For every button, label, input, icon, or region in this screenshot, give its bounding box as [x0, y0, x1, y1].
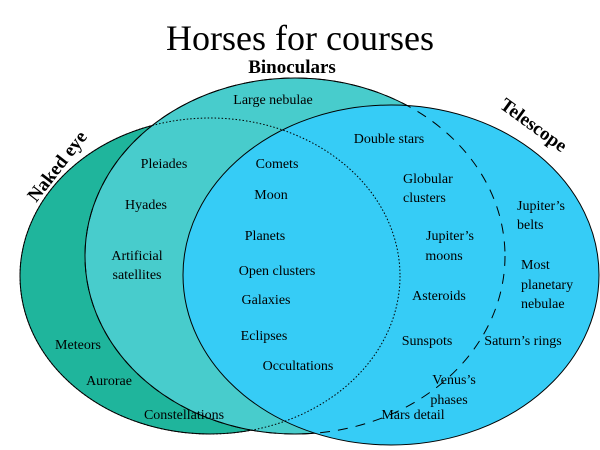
item-artificial-satellites: Artificial [111, 249, 162, 264]
telescope-boundary [182, 104, 600, 446]
item-double-stars: Double stars [354, 132, 424, 147]
naked-eye-boundary [19, 117, 401, 435]
items: Large nebulae Double stars Pleiades Hyad… [55, 93, 573, 423]
item-venuss-phases: phases [430, 393, 467, 408]
item-galaxies: Galaxies [242, 293, 291, 308]
item-artificial-satellites: satellites [113, 268, 162, 283]
item-most-planetary-nebulae: nebulae [521, 297, 565, 312]
item-most-planetary-nebulae: planetary [521, 278, 573, 293]
item-open-clusters: Open clusters [239, 264, 316, 279]
item-asteroids: Asteroids [412, 289, 466, 304]
item-jupiters-belts: Jupiter’s [517, 199, 565, 214]
item-constellations: Constellations [144, 408, 224, 423]
diagram-title: Horses for courses [166, 18, 434, 58]
item-hyades: Hyades [125, 198, 167, 213]
item-large-nebulae: Large nebulae [233, 93, 312, 108]
item-globular-clusters: Globular [403, 172, 453, 187]
binoculars-label: Binoculars [248, 57, 336, 78]
item-occultations: Occultations [263, 359, 334, 374]
item-jupiters-moons: moons [425, 249, 462, 264]
item-moon: Moon [254, 188, 287, 203]
item-mars-detail: Mars detail [381, 408, 444, 423]
item-most-planetary-nebulae: Most [521, 258, 550, 273]
item-saturns-rings: Saturn’s rings [484, 334, 561, 349]
item-meteors: Meteors [55, 338, 101, 353]
item-jupiters-moons: Jupiter’s [426, 229, 474, 244]
item-venuss-phases: Venus’s [432, 373, 476, 388]
item-jupiters-belts: belts [517, 218, 543, 233]
item-eclipses: Eclipses [241, 329, 288, 344]
item-pleiades: Pleiades [141, 157, 188, 172]
item-aurorae: Aurorae [86, 374, 132, 389]
binoculars-boundary [84, 77, 506, 435]
item-sunspots: Sunspots [402, 334, 453, 349]
telescope-set [183, 105, 599, 445]
item-comets: Comets [256, 157, 299, 172]
item-globular-clusters: clusters [403, 191, 446, 206]
item-planets: Planets [245, 229, 285, 244]
